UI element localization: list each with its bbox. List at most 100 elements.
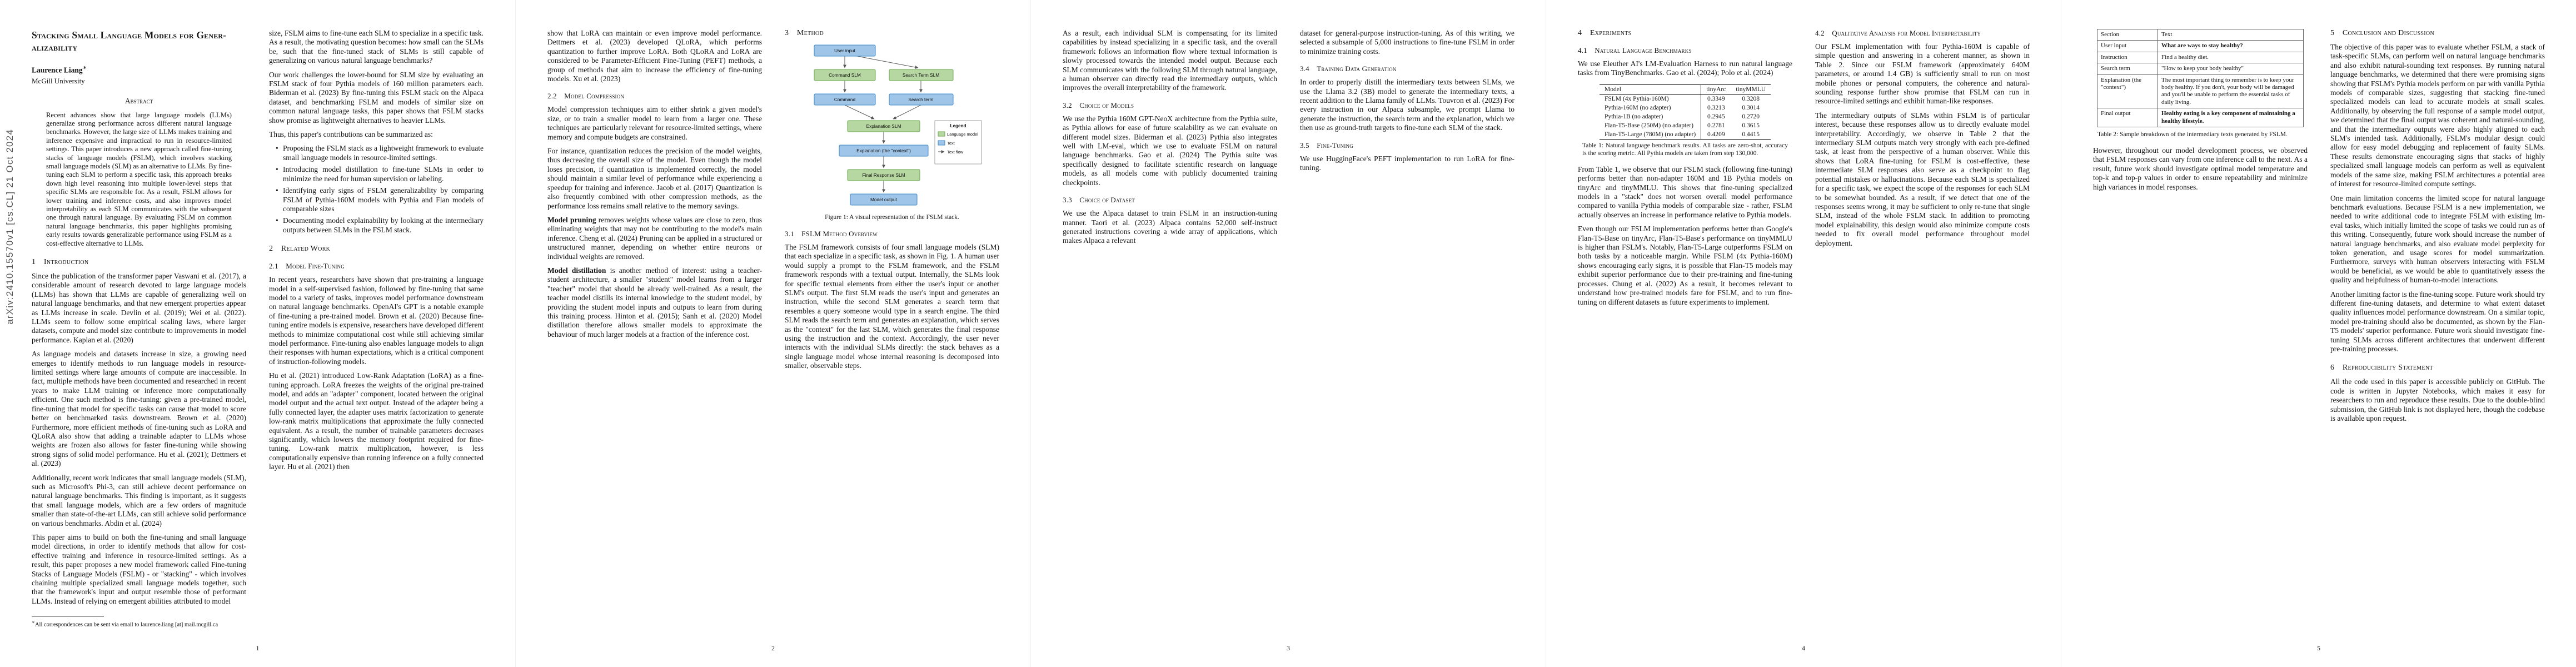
subsection-heading-model-fine-tuning: 2.1 Model Fine-Tuning — [269, 262, 345, 271]
svg-text:Language model: Language model — [947, 132, 978, 137]
legend-swatch-text — [938, 140, 945, 146]
table1-header-tinyarc: tinyArc — [1701, 84, 1731, 94]
choice-of-models-paragraph: We use the Pythia 160M GPT-NeoX architec… — [1063, 114, 1277, 187]
intro-paragraph-3: Additionally, recent work indicates that… — [32, 473, 246, 527]
page-number: 5 — [2317, 644, 2320, 652]
section-heading-reproducibility: 6 Reproducibility Statement — [2330, 364, 2433, 372]
page4-right-column: 4.2 Qualitative Analysis for Model Inter… — [1815, 29, 2030, 626]
variance-paragraph: However, throughout our model developmen… — [2093, 146, 2308, 191]
choice-of-dataset-paragraph-continued: dataset for general-purpose instruction-… — [1300, 29, 1514, 56]
figure-1-caption: Figure 1: A visual representation of the… — [825, 214, 959, 221]
method-overview-paragraph-continued: As a result, each individual SLM is comp… — [1063, 29, 1277, 92]
svg-text:Model output: Model output — [870, 197, 898, 202]
fine-tuning-paragraph-2-continued: show that LoRA can maintain or even impr… — [547, 29, 762, 83]
svg-text:Text: Text — [947, 141, 955, 146]
arxiv-watermark: arXiv:2410.15570v1 [cs.CL] 21 Oct 2024 — [4, 129, 15, 325]
table-header-row: Section Text — [2097, 29, 2304, 41]
model-distillation-paragraph: Model distillation is another method of … — [547, 266, 762, 339]
figure-1: User input Command SLM Search Term SLM C… — [785, 43, 999, 221]
intro-paragraph-4: This paper aims to build on both the fin… — [32, 532, 246, 605]
table-row: Search term "How to keep your body healt… — [2097, 63, 2304, 75]
author-footnote-mark: ∗ — [82, 64, 87, 71]
page5-left-column: Section Text User input What are ways to… — [2093, 29, 2308, 626]
contribution-item: Documenting model explainability by look… — [275, 216, 484, 235]
section-heading-introduction: 1 Introduction — [32, 258, 89, 266]
author-name-text: Laurence Liang — [32, 66, 83, 74]
subsection-heading-benchmarks: 4.1 Natural Language Benchmarks — [1578, 46, 1692, 54]
table-1-caption: Table 1: Natural language benchmark resu… — [1582, 142, 1788, 157]
page-number: 4 — [1802, 644, 1805, 652]
page-number: 3 — [1287, 644, 1290, 652]
page5-right-column: 5 Conclusion and Discussion The objectiv… — [2330, 29, 2545, 626]
svg-text:Command: Command — [834, 97, 856, 102]
contribution-paragraph: Our work challenges the lower-bound for … — [269, 70, 484, 125]
table-row: Pythia-1B (no adapter) 0.2945 0.2720 — [1604, 112, 1760, 121]
page3-left-column: As a result, each individual SLM is comp… — [1063, 29, 1277, 626]
svg-text:User input: User input — [834, 48, 856, 53]
figure-legend: Legend Language model Text Text flow — [934, 120, 982, 165]
svg-text:Final Response SLM: Final Response SLM — [862, 172, 905, 178]
abstract-heading: Abstract — [124, 96, 153, 105]
svg-text:Command SLM: Command SLM — [829, 72, 861, 78]
fig-node-explanation: Explanation (the "context") — [839, 145, 929, 157]
arrow-search-term-to-explanation-slm — [893, 104, 921, 120]
section-heading-method: 3 Method — [785, 29, 824, 37]
model-compression-paragraph-1: Model compression techniques aim to eith… — [547, 105, 762, 141]
page-4: 4 Experiments 4.1 Natural Language Bench… — [1546, 0, 2061, 667]
fine-tuning-method-paragraph: We use HuggingFace's PEFT implementation… — [1300, 154, 1514, 172]
legend-swatch-language-model — [938, 131, 945, 137]
svg-text:Search term: Search term — [908, 97, 933, 102]
fig-node-search-term: Search term — [889, 93, 954, 106]
section-heading-related-work: 2 Related Work — [269, 245, 331, 253]
svg-text:Explanation (the "context"): Explanation (the "context") — [856, 148, 911, 153]
model-distillation-rest: is another method of interest: using a t… — [547, 266, 762, 339]
model-pruning-lead: Model pruning — [547, 215, 596, 224]
fig-node-model-output: Model output — [850, 193, 918, 206]
fine-tuning-paragraph-1: In recent years, researchers have shown … — [269, 275, 484, 366]
svg-text:Text flow: Text flow — [947, 150, 964, 155]
fslm-stack-diagram: User input Command SLM Search Term SLM C… — [814, 44, 982, 206]
arrow-user-to-search-slm — [856, 56, 919, 69]
benchmarks-intro-paragraph: We use Eleuther AI's LM-Evaluation Harne… — [1578, 59, 1792, 77]
results-discussion-paragraph-2: Even though our FSLM implementation perf… — [1578, 225, 1792, 306]
svg-text:Search Term SLM: Search Term SLM — [903, 72, 939, 78]
section-heading-conclusion: 5 Conclusion and Discussion — [2330, 29, 2434, 37]
subsection-heading-qualitative-analysis: 4.2 Qualitative Analysis for Model Inter… — [1815, 29, 1981, 37]
subsection-heading-fine-tuning: 3.5 Fine-Tuning — [1300, 141, 1353, 150]
table-2-caption: Table 2: Sample breakdown of the interme… — [2097, 131, 2288, 138]
contribution-item: Identifying early signs of FSLM generali… — [275, 186, 484, 213]
intro-paragraph-4-continued: size, FSLM aims to fine-tune each SLM to… — [269, 29, 484, 65]
contribution-item: Introducing model distillation to fine-t… — [275, 165, 484, 183]
results-discussion-paragraph-1: From Table 1, we observe that our FSLM s… — [1578, 165, 1792, 219]
contributions-lead-in: Thus, this paper's contributions can be … — [269, 130, 433, 139]
training-data-generation-paragraph: In order to properly distill the interme… — [1300, 78, 1514, 132]
table1-header-model: Model — [1599, 84, 1701, 94]
table-header-row: Model tinyArc tinyMMLU — [1599, 84, 1771, 94]
intro-paragraph-1: Since the publication of the transformer… — [32, 272, 246, 344]
correspondence-footnote: ∗All correspondences can be sent via ema… — [32, 615, 246, 629]
table-row: Pythia-160M (no adapter) 0.3213 0.3014 — [1604, 103, 1760, 112]
fig-node-explanation-slm: Explanation SLM — [847, 120, 920, 132]
table1-header-tinymmlu: tinyMMLU — [1731, 84, 1771, 94]
paper-title-line1: Stacking Small Language Models for Gener… — [32, 29, 227, 41]
table-row: Instruction Find a healthy diet. — [2097, 51, 2304, 64]
model-compression-paragraph-2: For instance, quantization reduces the p… — [547, 147, 762, 210]
arrow-command-to-explanation-slm — [844, 104, 875, 120]
qualitative-paragraph-2: The intermediary outputs of SLMs within … — [1815, 111, 2030, 247]
page-1: arXiv:2410.15570v1 [cs.CL] 21 Oct 2024 S… — [0, 0, 515, 667]
conclusion-paragraph-3: Another limiting factor is the fine-tuni… — [2330, 290, 2545, 353]
table-row: Explanation (the "context") The most imp… — [2097, 74, 2304, 109]
table-row: User input What are ways to stay healthy… — [2097, 40, 2304, 52]
svg-text:Explanation SLM: Explanation SLM — [866, 123, 901, 129]
fig-node-command: Command — [814, 93, 876, 106]
subsection-heading-fslm-overview: 3.1 FSLM Method Overview — [785, 230, 878, 238]
subsection-heading-training-data-generation: 3.4 Training Data Generation — [1300, 64, 1397, 73]
table-row: Final output Healthy eating is a key com… — [2097, 108, 2304, 128]
reproducibility-paragraph: All the code used in this paper is acces… — [2330, 377, 2545, 423]
page2-left-column: show that LoRA can maintain or even impr… — [547, 29, 762, 626]
conclusion-paragraph-1: The objective of this paper was to evalu… — [2330, 43, 2545, 188]
benchmark-results-table: Model tinyArc tinyMMLU FSLM (4x Pythia-1… — [1599, 84, 1771, 140]
fig-node-search-term-slm: Search Term SLM — [889, 69, 954, 81]
intro-paragraph-2: As language models and datasets increase… — [32, 350, 246, 468]
